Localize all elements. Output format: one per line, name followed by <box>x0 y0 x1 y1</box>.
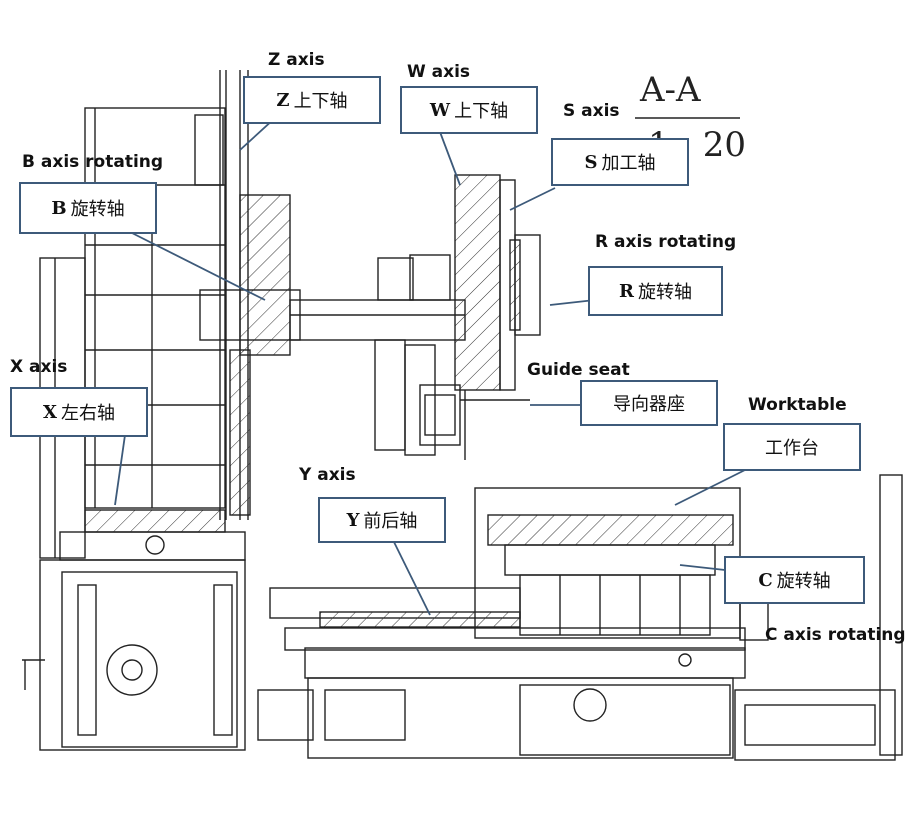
y-callout-text: 前后轴 <box>363 511 418 532</box>
w-axis-label: W axis <box>407 62 471 82</box>
z-callout-text: 上下轴 <box>293 91 348 112</box>
b-callout-letter: B <box>51 197 67 219</box>
y-axis-label: Y axis <box>299 465 356 485</box>
x-callout: X 左右轴 <box>10 387 148 437</box>
r-callout-text: 旋转轴 <box>637 282 692 303</box>
x-callout-text: 左右轴 <box>60 403 115 424</box>
worktable-callout-text: 工作台 <box>765 438 819 459</box>
y-callout-letter: Y <box>346 509 360 531</box>
y-callout: Y 前后轴 <box>318 497 446 543</box>
guide-seat-callout: 导向器座 <box>580 380 718 426</box>
c-axis-label: C axis rotating <box>765 625 906 645</box>
x-axis-label: X axis <box>10 357 68 377</box>
c-callout-letter: C <box>758 569 773 591</box>
z-callout-letter: Z <box>276 89 290 111</box>
worktable-callout: 工作台 <box>723 423 861 471</box>
b-callout: B 旋转轴 <box>19 182 157 234</box>
b-callout-text: 旋转轴 <box>70 199 125 220</box>
worktable-label: Worktable <box>748 395 847 415</box>
c-callout-text: 旋转轴 <box>776 571 831 592</box>
z-axis-label: Z axis <box>268 50 325 70</box>
s-callout-letter: S <box>584 151 598 173</box>
r-callout: R 旋转轴 <box>588 266 723 316</box>
r-axis-label: R axis rotating <box>595 232 737 252</box>
s-callout-text: 加工轴 <box>601 153 656 174</box>
b-axis-label: B axis rotating <box>22 152 164 172</box>
s-axis-label: S axis <box>563 101 620 121</box>
w-callout-letter: W <box>429 99 451 121</box>
z-callout: Z 上下轴 <box>243 76 381 124</box>
x-callout-letter: X <box>43 401 57 423</box>
guide-seat-label: Guide seat <box>527 360 630 380</box>
c-callout: C 旋转轴 <box>724 556 865 604</box>
section-name: A-A <box>640 70 701 110</box>
r-callout-letter: R <box>619 280 634 302</box>
w-callout: W 上下轴 <box>400 86 538 134</box>
s-callout: S 加工轴 <box>551 138 689 186</box>
w-callout-text: 上下轴 <box>454 101 509 122</box>
guide-seat-callout-text: 导向器座 <box>613 394 685 415</box>
